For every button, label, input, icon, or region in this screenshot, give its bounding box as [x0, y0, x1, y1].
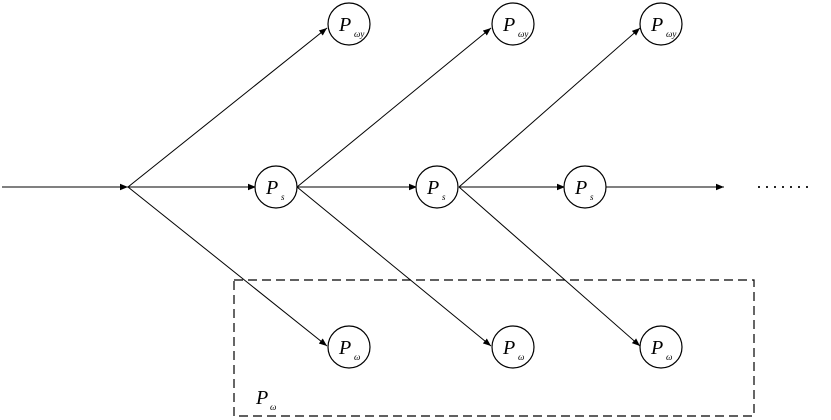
edge-mid2-to-bot3: [458, 186, 641, 347]
node-bot1: P ω: [327, 325, 371, 369]
node-subscript: s: [442, 192, 446, 202]
node-letter: P: [650, 337, 663, 359]
node-subscript: ωy: [666, 29, 676, 39]
edge-mid2-to-top3: [458, 27, 641, 188]
node-letter: P: [265, 177, 278, 199]
node-top3: P ωy: [639, 2, 683, 46]
continuation-ellipsis: ·······: [756, 176, 812, 196]
node-letter: P: [338, 337, 351, 359]
group-letter: P: [255, 387, 268, 409]
node-subscript: s: [281, 192, 285, 202]
node-letter: P: [650, 14, 663, 36]
node-letter: P: [338, 14, 351, 36]
node-subscript: s: [590, 192, 594, 202]
node-subscript: ωy: [518, 29, 528, 39]
node-letter: P: [502, 14, 515, 36]
node-top2: P ωy: [491, 2, 535, 46]
node-bot3: P ω: [639, 325, 683, 369]
node-subscript: ω: [354, 352, 360, 362]
node-subscript: ω: [518, 352, 524, 362]
node-subscript: ω: [666, 352, 672, 362]
edge-split-to-top1: [127, 27, 328, 188]
node-mid2: P s: [415, 165, 459, 209]
edge-mid1-to-top2: [296, 27, 492, 188]
node-subscript: ωy: [354, 29, 364, 39]
node-letter: P: [502, 337, 515, 359]
node-bot2: P ω: [491, 325, 535, 369]
edge-split-to-bot1: [127, 186, 328, 347]
group-label: P ω: [255, 387, 276, 412]
node-top1: P ωy: [327, 2, 371, 46]
group-box: [233, 279, 755, 417]
node-letter: P: [426, 177, 439, 199]
node-letter: P: [574, 177, 587, 199]
node-mid1: P s: [254, 165, 298, 209]
edge-mid1-to-bot2: [296, 186, 492, 347]
group-subscript: ω: [270, 402, 276, 412]
node-mid3: P s: [563, 165, 607, 209]
